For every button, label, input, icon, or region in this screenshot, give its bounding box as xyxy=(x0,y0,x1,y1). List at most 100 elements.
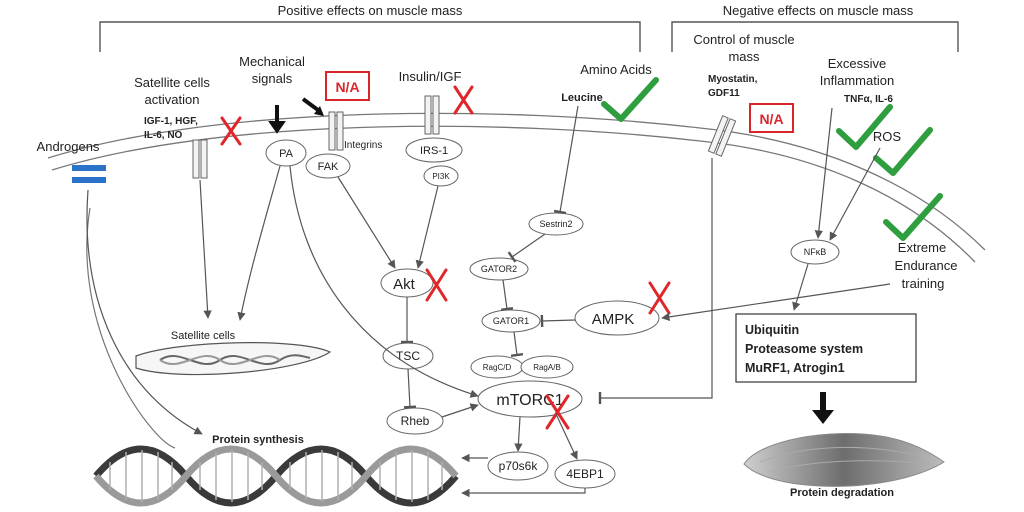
equal-icon xyxy=(72,165,106,183)
mechanical-line2: signals xyxy=(252,71,293,86)
negative-header: Negative effects on muscle mass xyxy=(723,3,914,18)
receptor-satellite-icon xyxy=(192,139,208,179)
edge-gator2-gator1 xyxy=(500,279,514,312)
positive-bracket xyxy=(99,21,641,52)
control-line1: Control of muscle xyxy=(693,32,794,47)
mechanical-line1: Mechanical xyxy=(239,54,305,69)
control-line2: mass xyxy=(728,49,760,64)
sestrin2-label: Sestrin2 xyxy=(539,219,572,229)
check-icon xyxy=(836,104,893,150)
edge-pa-mtorc1 xyxy=(289,165,479,398)
satellite-factors-line1: IGF-1, HGF, xyxy=(144,116,198,127)
arrow-down-icon xyxy=(268,105,286,134)
edge-pi3k-akt xyxy=(415,185,439,269)
edge-fak-akt xyxy=(337,176,396,269)
satellite-cells-label: Satellite cells xyxy=(171,330,236,342)
satellite-activation-line2: activation xyxy=(145,92,200,107)
fak-node xyxy=(305,153,351,179)
4ebp1-label: 4EBP1 xyxy=(566,467,604,481)
receptor-integrin-icon xyxy=(328,111,344,151)
myostatin-line2: GDF11 xyxy=(708,88,740,99)
pa-node xyxy=(265,139,307,167)
endurance-line1: Extreme xyxy=(898,240,946,255)
membrane-inner xyxy=(51,125,976,263)
membrane-outer xyxy=(47,112,986,251)
edge-ros-nfkb xyxy=(829,147,881,241)
edge-androgens-synthesis xyxy=(86,189,203,435)
ragab-node xyxy=(520,355,574,379)
edge-myostatin-mtorc1 xyxy=(598,158,713,404)
edge-leucine-sestrin2 xyxy=(553,105,579,215)
androgens-label: Androgens xyxy=(37,139,100,154)
insulin-label: Insulin/IGF xyxy=(399,69,462,84)
negative-bracket xyxy=(671,21,959,52)
edge-4ebp1-dna xyxy=(461,488,586,498)
pi3k-label: PI3K xyxy=(432,172,450,181)
edge-endurance-ampk xyxy=(661,283,891,322)
gator2-node xyxy=(469,257,529,281)
edge-nfkb-ubiquitin xyxy=(792,263,809,311)
tnf-label: TNFα, IL-6 xyxy=(844,94,893,105)
cross-icon xyxy=(648,281,671,315)
dna-icon xyxy=(93,445,459,507)
akt-label: Akt xyxy=(393,276,416,293)
rheb-label: Rheb xyxy=(401,414,430,428)
pa-label: PA xyxy=(279,148,294,160)
fak-label: FAK xyxy=(318,161,339,173)
cross-icon xyxy=(453,85,474,115)
na-text: N/A xyxy=(759,111,783,127)
check-icon xyxy=(601,77,659,122)
ampk-label: AMPK xyxy=(592,311,635,328)
integrins-label: Integrins xyxy=(344,140,382,151)
pi3k-node xyxy=(423,165,459,187)
na-badge-mechanical: N/A xyxy=(325,71,370,101)
receptor-myostatin-icon xyxy=(707,115,737,157)
check-icon xyxy=(883,193,943,241)
myostatin-line1: Myostatin, xyxy=(708,74,758,85)
edge-receptor-satellite xyxy=(199,179,212,319)
edge-rheb-mtorc1 xyxy=(441,403,479,418)
gator2-label: GATOR2 xyxy=(481,264,517,274)
edge-mtorc1-p70s6k xyxy=(514,416,523,452)
ubiquitin-line2: Proteasome system xyxy=(745,342,863,356)
cell-arc xyxy=(86,207,176,449)
nfkb-label: NFκB xyxy=(804,247,827,257)
irs1-node xyxy=(405,137,463,163)
edge-gator1-rag xyxy=(510,331,524,357)
ampk-node xyxy=(574,300,660,336)
arrow-down-icon xyxy=(812,392,834,424)
p70s6k-label: p70s6k xyxy=(499,459,539,473)
edge-tsc-rheb xyxy=(403,368,417,409)
receptor-insulin-icon xyxy=(424,95,440,135)
ubiquitin-line1: Ubiquitin xyxy=(745,323,799,337)
tsc-label: TSC xyxy=(396,349,420,363)
edge-sestrin2-gator2 xyxy=(507,233,546,263)
satellite-factors-line2: IL-6, NO xyxy=(144,130,183,141)
cross-icon xyxy=(220,116,242,146)
endurance-line3: training xyxy=(902,276,945,291)
edge-mtorc1-4ebp1 xyxy=(555,413,578,460)
p70s6k-node xyxy=(487,451,549,481)
inflammation-line1: Excessive xyxy=(828,56,887,71)
na-badge-myostatin: N/A xyxy=(749,103,794,133)
na-text: N/A xyxy=(335,79,359,95)
ragab-label: RagA/B xyxy=(533,363,561,372)
protein-degradation-label: Protein degradation xyxy=(790,487,894,499)
muscle-icon xyxy=(743,433,945,487)
ubiquitin-box xyxy=(735,313,917,383)
amino-label: Amino Acids xyxy=(580,62,652,77)
ros-label: ROS xyxy=(873,129,902,144)
arrowhead-icon xyxy=(314,106,324,116)
arrow-icon xyxy=(301,97,320,112)
protein-synthesis-label: Protein synthesis xyxy=(212,434,304,446)
check-icon xyxy=(873,127,933,176)
edge-inflammation-nfkb xyxy=(814,107,833,239)
satellite-activation-line1: Satellite cells xyxy=(134,75,210,90)
ragcd-label: RagC/D xyxy=(483,363,512,372)
inflammation-line2: Inflammation xyxy=(820,73,894,88)
gator1-label: GATOR1 xyxy=(493,316,529,326)
edge-ampk-gator1 xyxy=(540,314,576,328)
edge-pa-satellite xyxy=(237,165,281,321)
